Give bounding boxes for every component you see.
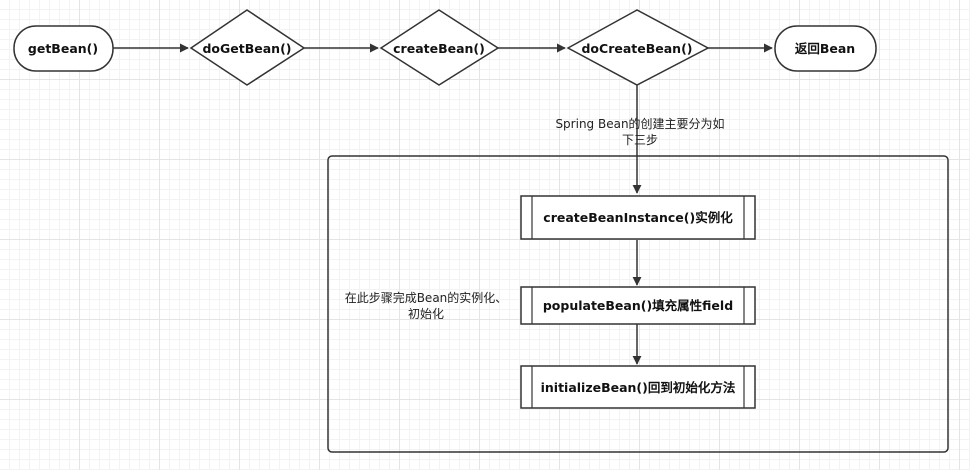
createbean-decision <box>379 9 500 86</box>
getbean-terminal <box>13 25 114 72</box>
step-initialize-box <box>520 365 756 409</box>
steps-note: Spring Bean的创建主要分为如下三步 <box>555 117 725 147</box>
dogetbean-decision <box>189 9 306 86</box>
step-initialize-label: initializeBean()回到初始化方法 <box>541 380 736 395</box>
step-populate-box <box>520 286 756 325</box>
getbean-label: getBean() <box>28 41 98 56</box>
step-create-instance-box <box>520 195 756 240</box>
step-create-instance-label: createBeanInstance()实例化 <box>543 210 733 225</box>
createbean-label: createBean() <box>393 41 485 56</box>
docreatebean-decision <box>566 9 710 86</box>
return-bean-label: 返回Bean <box>795 41 855 56</box>
dogetbean-label: doGetBean() <box>202 41 291 56</box>
group-note: 在此步骤完成Bean的实例化、初始化 <box>344 291 508 321</box>
step-populate-label: populateBean()填充属性field <box>543 298 733 313</box>
docreatebean-label: doCreateBean() <box>581 41 692 56</box>
return-bean-terminal <box>774 25 877 72</box>
steps-group-box <box>327 155 949 453</box>
